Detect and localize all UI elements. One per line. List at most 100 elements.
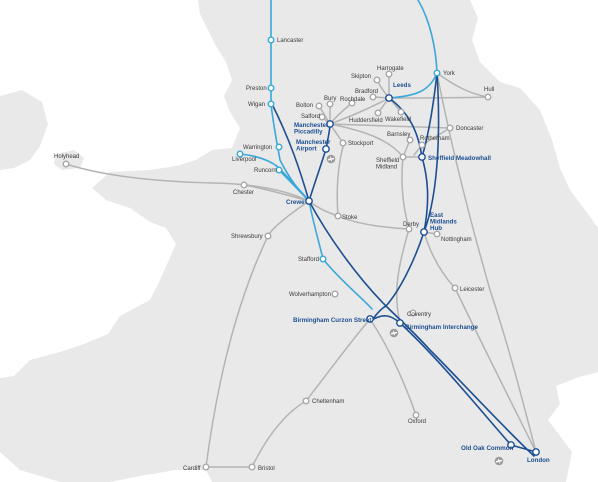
- line-york-london: [436, 72, 537, 453]
- station-marker-skipton: [373, 76, 381, 84]
- line-manchester-barnsley-sheffield: [329, 123, 404, 158]
- station-marker-bolton: [315, 102, 323, 110]
- station-marker-york: [433, 69, 441, 77]
- line-chester: [243, 184, 310, 202]
- station-marker-huddersfield: [374, 109, 382, 117]
- land-ireland: [0, 90, 48, 170]
- station-marker-sheffield-midland: [399, 153, 407, 161]
- line-leeds-manchester: [329, 97, 390, 125]
- station-marker-wolverhampton: [331, 290, 339, 298]
- station-marker-birmingham-curzon-street: [366, 315, 374, 323]
- station-label-birmingham-curzon-street: Birmingham Curzon Street: [293, 317, 371, 324]
- station-marker-wigan: [267, 100, 275, 108]
- line-hs2-western-leg: [308, 200, 535, 457]
- station-label-oxford: Oxford: [408, 419, 426, 425]
- station-marker-old-oak-common: [507, 441, 515, 449]
- station-marker-bristol: [248, 463, 256, 471]
- stations-layer: [62, 36, 540, 471]
- station-label-rochdale: Rochdale: [340, 97, 366, 103]
- airport-icon: [326, 154, 336, 164]
- station-marker-manchester-piccadilly: [326, 120, 334, 128]
- station-label-chester: Chester: [233, 190, 254, 196]
- station-marker-runcorn: [275, 166, 283, 174]
- labels-layer: LancasterPrestonWiganWarringtonLiverpool…: [54, 38, 550, 472]
- station-marker-stoke: [334, 212, 342, 220]
- station-label-cardiff: Cardiff: [183, 466, 201, 472]
- station-label-harrogate: Harrogate: [377, 66, 404, 72]
- station-label-rotherham: Rotherham: [420, 136, 450, 142]
- line-hs2-oldoak: [399, 322, 537, 453]
- station-marker-preston: [267, 84, 275, 92]
- station-label-skipton: Skipton: [351, 74, 371, 80]
- station-marker-hull: [484, 93, 492, 101]
- station-label-salford: Salford: [301, 114, 320, 120]
- station-label-bradford: Bradford: [355, 89, 378, 95]
- station-marker-derby: [405, 225, 413, 233]
- station-marker-barnsley: [406, 136, 414, 144]
- station-marker-leicester: [451, 284, 459, 292]
- station-label-birmingham-interchange: Birmingham Interchange: [405, 324, 478, 331]
- station-label-leicester: Leicester: [460, 287, 484, 293]
- station-label-wakefield: Wakefield: [385, 117, 411, 123]
- station-label-bolton: Bolton: [296, 103, 313, 109]
- station-marker-manchester-airport: [322, 145, 330, 153]
- station-label-coventry: Coventry: [407, 312, 431, 318]
- station-marker-birmingham-interchange: [396, 319, 404, 327]
- station-label-liverpool: Liverpool: [232, 157, 256, 163]
- station-label-shrewsbury: Shrewsbury: [231, 234, 263, 240]
- hs2-lines: [271, 72, 537, 457]
- station-marker-london: [532, 448, 540, 456]
- station-marker-cheltenham: [302, 397, 310, 405]
- station-marker-east-midlands-hub: [420, 228, 428, 236]
- station-marker-shrewsbury: [264, 232, 272, 240]
- line-leicester-london: [423, 231, 537, 453]
- station-marker-coventry: [409, 309, 417, 317]
- line-wcml-runcorn: [278, 169, 310, 202]
- station-label-york: York: [443, 71, 456, 77]
- line-hs2-york: [423, 72, 440, 233]
- line-hs2-eastern-leg: [385, 97, 429, 307]
- station-marker-wakefield: [397, 108, 405, 116]
- station-label-cheltenham: Cheltenham: [312, 399, 344, 405]
- station-label-stockport: Stockport: [348, 141, 374, 147]
- line-birmingham-oxford: [369, 318, 417, 416]
- station-marker-rochdale: [348, 99, 356, 107]
- line-derby-sheffield: [401, 156, 410, 230]
- station-marker-cardiff: [202, 463, 210, 471]
- station-marker-stafford: [319, 255, 327, 263]
- station-label-lancaster: Lancaster: [277, 38, 303, 44]
- station-label-runcorn: Runcorn: [254, 168, 277, 174]
- station-label-holyhead: Holyhead: [54, 154, 79, 160]
- station-marker-bradford: [369, 93, 377, 101]
- station-label-wigan: Wigan: [248, 102, 265, 108]
- station-label-leeds: Leeds: [393, 82, 411, 89]
- station-label-wolverhampton: Wolverhampton: [289, 292, 331, 298]
- station-marker-nottingham: [433, 230, 441, 238]
- station-label-warrington: Warrington: [243, 145, 272, 151]
- station-marker-salford: [318, 113, 326, 121]
- station-label-derby: Derby: [403, 222, 419, 228]
- station-label-old-oak-common: Old Oak Common: [461, 445, 513, 452]
- line-stoke-manchester: [336, 142, 345, 217]
- station-label-sheffield-meadowhall: Sheffield Meadowhall: [428, 155, 491, 162]
- station-marker-stockport: [339, 139, 347, 147]
- station-label-doncaster: Doncaster: [456, 126, 483, 132]
- station-marker-leeds: [385, 94, 393, 102]
- station-label-stoke: Stoke: [342, 215, 358, 221]
- station-label-huddersfield: Huddersfield: [349, 118, 383, 124]
- airport-badges: [326, 154, 504, 466]
- station-label-crewe: Crewe: [286, 199, 305, 206]
- station-label-nottingham: Nottingham: [441, 237, 472, 243]
- station-marker-holyhead: [62, 160, 70, 168]
- line-holyhead-crewe: [65, 163, 310, 202]
- line-hs2-wigan: [271, 103, 310, 202]
- station-marker-oxford: [412, 411, 420, 419]
- station-label-bristol: Bristol: [258, 466, 275, 472]
- station-marker-bury: [326, 100, 334, 108]
